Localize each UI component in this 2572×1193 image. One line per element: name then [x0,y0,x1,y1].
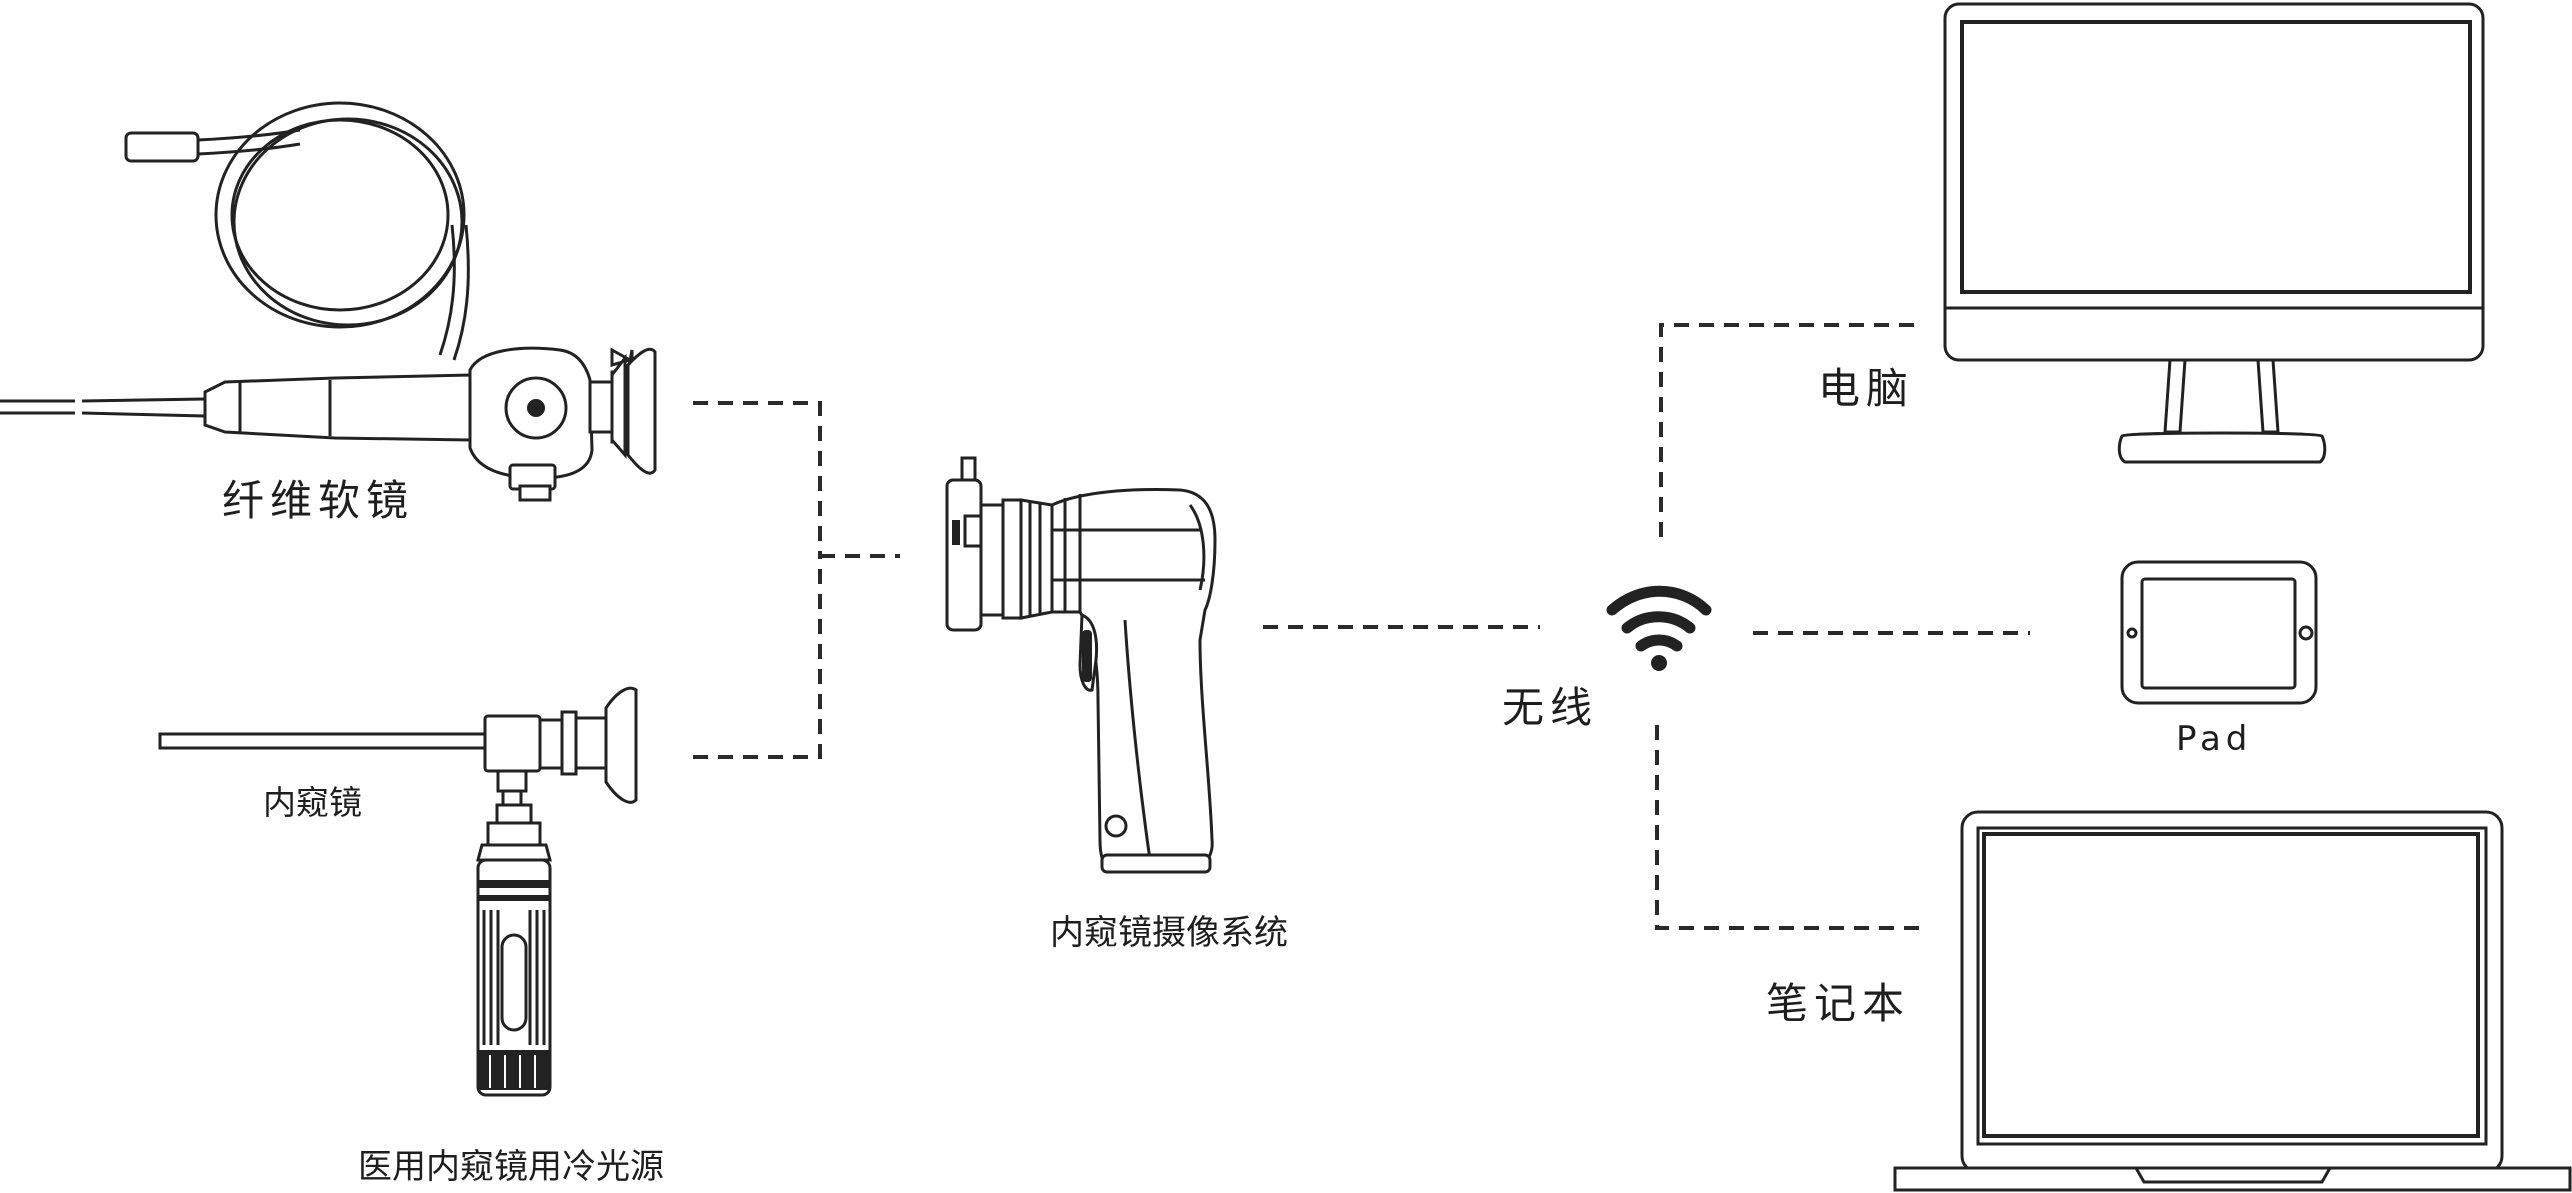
tablet-pad-illustration [2120,560,2318,705]
light-source-texture [482,910,546,1045]
flexible-fiber-scope-illustration [0,101,657,502]
rigid-endoscope-label: 内窥镜 [263,783,362,822]
laptop-illustration [1893,810,2572,1192]
wireless-label: 无线 [1502,683,1598,732]
rigid-endoscope-illustration [158,686,638,811]
desktop-monitor-illustration [1943,2,2485,464]
cold-light-source-illustration [476,803,552,1097]
flexible-scope-label: 纤维软镜 [222,476,414,525]
connector-flexible-scope [693,401,822,556]
pad-label: Pad [2176,719,2252,759]
connector-wireless-to-laptop [1655,725,1922,930]
connector-rigid-endoscope [693,556,822,759]
camera-system-label: 内窥镜摄像系统 [1050,913,1288,953]
connector-wireless-to-computer [1659,323,1920,537]
dashed-connectors [693,323,2030,930]
computer-label: 电脑 [1818,364,1914,413]
endoscope-camera-illustration [945,456,1217,874]
wifi-icon [1606,585,1712,671]
cold-light-source-label: 医用内窥镜用冷光源 [358,1147,664,1187]
laptop-label: 笔记本 [1766,979,1910,1028]
